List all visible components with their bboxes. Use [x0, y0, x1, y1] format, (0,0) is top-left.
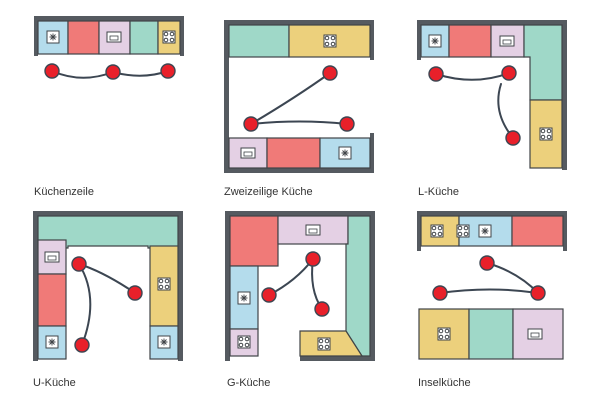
sink-icon — [237, 291, 251, 305]
sink-icon — [157, 335, 171, 349]
wall — [224, 168, 374, 173]
oven-icon — [527, 328, 543, 340]
layout-inselkueche — [417, 211, 567, 360]
stove-icon — [539, 127, 553, 141]
island-oven — [512, 308, 564, 360]
sink-icon — [338, 146, 352, 160]
work-node — [505, 130, 521, 146]
work-node — [44, 63, 60, 79]
counter-sink — [37, 325, 67, 360]
wall — [33, 211, 38, 361]
wall — [417, 20, 421, 60]
wall — [563, 211, 567, 251]
wall — [370, 20, 374, 60]
stove-icon — [437, 327, 451, 341]
counter-red — [266, 137, 321, 169]
work-node — [105, 64, 121, 80]
oven-icon — [305, 224, 321, 236]
wall — [225, 211, 375, 216]
sink-icon — [46, 30, 60, 44]
counter-red — [511, 215, 564, 247]
counter-teal — [228, 24, 290, 58]
work-node — [74, 337, 90, 353]
wall — [34, 16, 184, 21]
wall — [417, 211, 421, 251]
counter-red — [448, 24, 492, 58]
wall — [417, 211, 567, 216]
work-node — [261, 287, 277, 303]
work-node — [530, 285, 546, 301]
stove-icon — [157, 277, 171, 291]
work-triangle-path — [435, 72, 514, 139]
wall — [33, 211, 183, 216]
layout-g-kueche — [225, 211, 375, 361]
wall — [300, 356, 375, 361]
layout-kuechenzeile — [34, 16, 184, 80]
oven-icon — [499, 35, 515, 47]
wall — [178, 211, 183, 361]
stove-icon — [430, 224, 444, 238]
wall — [34, 16, 38, 56]
counter-corner — [345, 215, 371, 357]
sink-icon — [45, 335, 59, 349]
work-triangle-path — [250, 72, 348, 125]
work-node — [127, 285, 143, 301]
work-triangle-path — [78, 263, 136, 346]
oven-icon — [106, 31, 122, 43]
sink-icon — [428, 34, 442, 48]
counter-red — [37, 273, 67, 327]
oven-icon — [44, 251, 60, 263]
wall — [562, 20, 567, 170]
counter-teal — [129, 20, 159, 55]
work-node — [322, 65, 338, 81]
layout-u-kueche — [33, 211, 183, 361]
wall — [370, 211, 375, 361]
wall — [224, 20, 374, 25]
work-node — [501, 65, 517, 81]
stove-icon — [323, 34, 337, 48]
stove-icon — [317, 337, 331, 351]
counter-red — [67, 20, 100, 55]
wall — [417, 20, 567, 25]
work-node — [160, 63, 176, 79]
caption-kuechenzeile: Küchenzeile — [34, 186, 94, 198]
layout-l-kueche — [417, 20, 567, 170]
work-node — [432, 285, 448, 301]
work-node — [243, 116, 259, 132]
work-node — [71, 256, 87, 272]
caption-l-kueche: L-Küche — [418, 186, 459, 198]
oven-icon — [240, 147, 256, 159]
caption-inselkueche: Inselküche — [418, 377, 471, 389]
wall — [224, 20, 229, 172]
wall — [370, 133, 374, 173]
stove-icon — [456, 224, 470, 238]
wall — [225, 211, 230, 361]
counter-corner — [523, 24, 563, 101]
work-node — [339, 116, 355, 132]
caption-zweizeilige: Zweizeilige Küche — [224, 186, 313, 198]
layout-zweizeilige — [224, 20, 374, 173]
stove-icon — [162, 30, 176, 44]
work-node — [314, 301, 330, 317]
stove-icon — [237, 335, 251, 349]
wall — [180, 16, 184, 56]
work-node — [428, 66, 444, 82]
island-teal — [468, 308, 514, 360]
sink-icon — [478, 224, 492, 238]
counter-red — [229, 215, 279, 267]
caption-u-kueche: U-Küche — [33, 377, 76, 389]
work-node — [305, 251, 321, 267]
caption-g-kueche: G-Küche — [227, 377, 271, 389]
counter-stove — [299, 330, 364, 357]
work-node — [479, 255, 495, 271]
